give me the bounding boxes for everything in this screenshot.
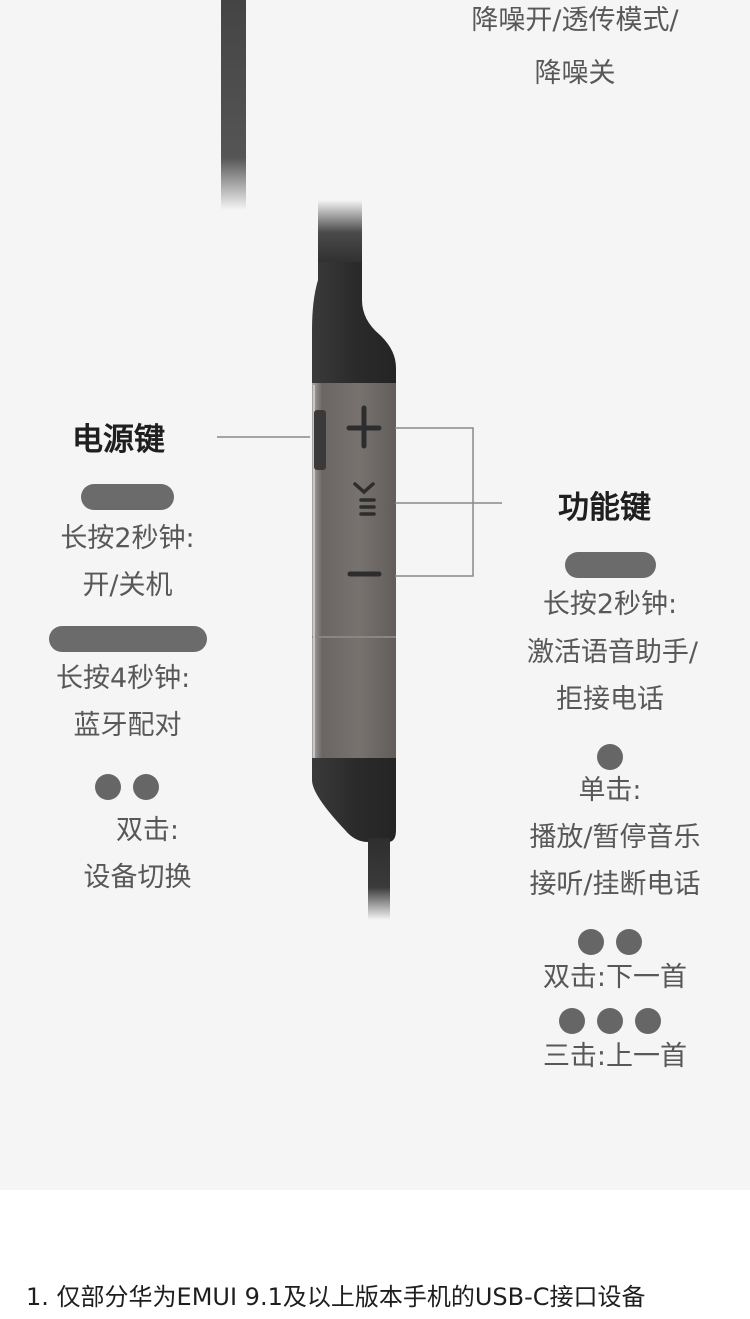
double-click-dot-2 <box>133 774 159 800</box>
function-long-press-action-2: 拒接电话 <box>556 684 664 715</box>
function-long-press-indicator <box>565 552 656 578</box>
function-double-click-dot-1 <box>578 929 604 955</box>
function-single-click-action-1: 播放/暂停音乐 <box>529 822 701 853</box>
power-slider-icon <box>314 410 326 470</box>
function-single-click-label: 单击: <box>578 775 642 806</box>
function-double-click-dot-2 <box>616 929 642 955</box>
function-long-press-action-1: 激活语音助手/ <box>526 637 699 668</box>
earphone-controller-illustration <box>217 0 502 920</box>
footnote: 1. 仅部分华为EMUI 9.1及以上版本手机的USB-C接口设备 <box>26 1283 646 1311</box>
triple-click-dot-1 <box>559 1008 585 1034</box>
function-single-click-action-2: 接听/挂断电话 <box>529 869 701 900</box>
plus-icon <box>346 405 382 449</box>
power-double-click-label: 双击: <box>115 815 180 846</box>
function-triple-click-label: 三击:上一首 <box>542 1041 688 1072</box>
voice-assistant-icon <box>353 482 376 516</box>
function-long-press-label: 长按2秒钟: <box>542 589 678 620</box>
upper-wire <box>318 200 362 265</box>
long-press-2s-indicator <box>81 484 174 510</box>
power-long-press-4s-action: 蓝牙配对 <box>73 710 182 741</box>
mode-line-1: 降噪开/透传模式/ <box>471 5 679 36</box>
function-key-title: 功能键 <box>558 490 651 526</box>
function-double-click-label: 双击:下一首 <box>542 962 688 993</box>
single-click-dot <box>597 744 623 770</box>
power-key-title: 电源键 <box>72 422 165 458</box>
triple-click-dot-3 <box>635 1008 661 1034</box>
left-wire <box>221 0 246 210</box>
mode-line-2: 降噪关 <box>534 58 616 89</box>
product-illustration-panel: 降噪开/透传模式/ 降噪关 电源键 长按2秒钟: 开/关机 长按4秒钟: 蓝牙配… <box>49 0 701 1072</box>
long-press-4s-indicator <box>49 626 207 652</box>
function-key-bracket <box>395 427 474 577</box>
power-double-click-action: 设备切换 <box>83 862 192 893</box>
triple-click-dot-2 <box>597 1008 623 1034</box>
power-long-press-2s-label: 长按2秒钟: <box>60 523 195 554</box>
power-long-press-4s-label: 长按4秒钟: <box>56 663 191 694</box>
double-click-dot-1 <box>95 774 121 800</box>
controller-bottom-cap <box>312 758 396 842</box>
controller-top-cap <box>312 262 396 383</box>
lower-wire <box>368 838 390 920</box>
power-long-press-2s-action: 开/关机 <box>82 570 173 601</box>
